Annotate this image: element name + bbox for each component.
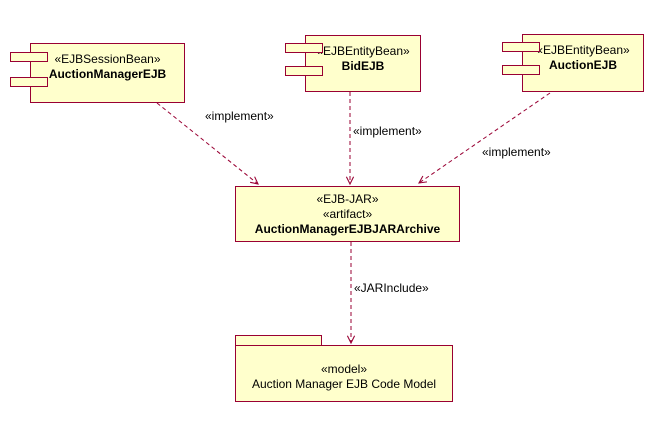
component-icon-tab	[502, 65, 540, 75]
edge-label-implement-2: «implement»	[353, 124, 422, 138]
component-auctionmanagerejb[interactable]: «EJBSessionBean» AuctionManagerEJB	[10, 43, 185, 103]
edge-implement-auctionmanagerejb[interactable]	[156, 102, 259, 185]
artifact-stereotype-ejbjar: «EJB-JAR»	[316, 192, 379, 206]
component-body: «EJBEntityBean» BidEJB	[305, 35, 421, 92]
component-stereotype: «EJBEntityBean»	[316, 44, 410, 58]
component-icon-tab	[502, 42, 540, 52]
component-stereotype: «EJBSessionBean»	[54, 52, 161, 66]
edge-implement-auctionejb[interactable]	[418, 92, 551, 184]
component-auctionejb[interactable]: «EJBEntityBean» AuctionEJB	[502, 34, 644, 92]
component-name: AuctionManagerEJB	[48, 67, 167, 81]
component-icon-tab	[10, 77, 48, 87]
component-icon-tab	[285, 43, 323, 53]
component-name: AuctionEJB	[548, 58, 617, 72]
edge-label-implement-3: «implement»	[482, 145, 551, 159]
package-auction-manager-ejb-code-model[interactable]: «model» Auction Manager EJB Code Model	[235, 335, 453, 402]
package-body: «model» Auction Manager EJB Code Model	[235, 345, 453, 402]
edge-label-implement-1: «implement»	[205, 109, 274, 123]
artifact-name: AuctionManagerEJBJARArchive	[254, 222, 441, 236]
component-body: «EJBSessionBean» AuctionManagerEJB	[30, 43, 185, 103]
component-body: «EJBEntityBean» AuctionEJB	[522, 34, 644, 92]
package-stereotype: «model»	[320, 362, 368, 376]
component-icon-tab	[285, 66, 323, 76]
package-name: Auction Manager EJB Code Model	[251, 377, 437, 391]
artifact-auctionmanagerejbjararchive[interactable]: «EJB-JAR» «artifact» AuctionManagerEJBJA…	[235, 186, 460, 242]
component-name: BidEJB	[341, 59, 385, 73]
edge-label-jarinclude: «JARInclude»	[354, 281, 429, 295]
component-bidejb[interactable]: «EJBEntityBean» BidEJB	[285, 35, 421, 92]
component-icon-tab	[10, 52, 48, 62]
artifact-stereotype-artifact: «artifact»	[322, 207, 373, 221]
component-stereotype: «EJBEntityBean»	[536, 43, 630, 57]
